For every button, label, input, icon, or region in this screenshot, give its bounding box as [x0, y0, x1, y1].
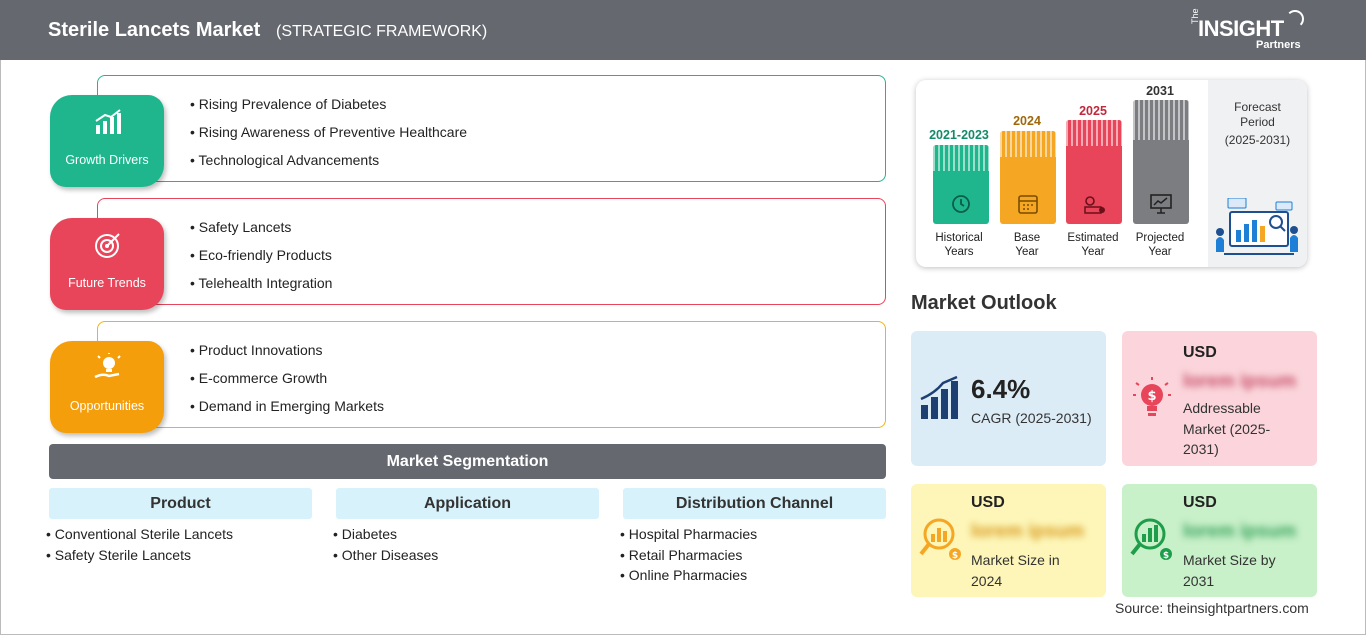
magnifier-chart-icon: $ — [919, 518, 961, 561]
list-item: Online Pharmacies — [620, 567, 757, 588]
list-item: Safety Sterile Lancets — [46, 547, 233, 568]
timeline-bar-estimated — [1066, 120, 1122, 224]
market-outlook-title: Market Outlook — [911, 292, 1057, 314]
future-trends-box: Safety Lancets Eco-friendly Products Tel… — [97, 198, 886, 305]
logo-arc-icon — [1286, 10, 1304, 28]
cagr-card: 6.4% CAGR (2025-2031) — [911, 331, 1106, 466]
insight-partners-logo[interactable]: The INSIGHT Partners — [1190, 8, 1310, 52]
addressable-currency: USD — [1183, 344, 1217, 361]
page-title: Sterile Lancets Market — [48, 19, 261, 41]
svg-text:$: $ — [952, 551, 958, 561]
timeline-year-base: 2024 — [1013, 114, 1041, 128]
segment-list-application: Diabetes Other Diseases — [333, 526, 438, 567]
target-icon — [95, 233, 120, 258]
svg-text:$: $ — [1163, 551, 1169, 561]
opportunities-box: Product Innovations E-commerce Growth De… — [97, 321, 886, 428]
future-trends-label: Future Trends — [68, 276, 146, 290]
list-item: Telehealth Integration — [190, 273, 333, 301]
list-item: Rising Prevalence of Diabetes — [190, 94, 467, 122]
forecast-period: (2025-2031) — [1224, 133, 1291, 147]
opportunities-list: Product Innovations E-commerce Growth De… — [190, 340, 384, 424]
presentation-board-icon — [1150, 194, 1172, 214]
svg-text:$: $ — [1147, 389, 1156, 404]
list-item: Rising Awareness of Preventive Healthcar… — [190, 122, 467, 150]
list-item: Hospital Pharmacies — [620, 526, 757, 547]
list-item: Diabetes — [333, 526, 438, 547]
calendar-icon — [1018, 195, 1038, 214]
timeline-year-estimated: 2025 — [1079, 104, 1107, 118]
timeline-year-projected: 2031 — [1146, 84, 1174, 98]
list-item: E-commerce Growth — [190, 368, 384, 396]
cagr-label: CAGR (2025-2031) — [971, 410, 1092, 426]
future-trends-tag: Future Trends — [50, 218, 164, 310]
list-item: Safety Lancets — [190, 217, 332, 245]
timeline-bar-historical — [933, 145, 989, 224]
page-subtitle: (STRATEGIC FRAMEWORK) — [276, 23, 488, 40]
segment-header-distribution-channel: Distribution Channel — [623, 488, 886, 519]
list-item: Retail Pharmacies — [620, 547, 757, 568]
growth-chart-icon — [95, 109, 121, 134]
source-credit: Source: theinsightpartners.com — [1115, 600, 1309, 616]
magnifier-growth-icon: $ — [1130, 518, 1172, 561]
list-item: Demand in Emerging Markets — [190, 396, 384, 424]
header-bar: Sterile Lancets Market (STRATEGIC FRAMEW… — [0, 0, 1366, 60]
size-2024-currency: USD — [971, 494, 1005, 511]
list-item: Technological Advancements — [190, 150, 467, 178]
growth-drivers-box: Rising Prevalence of Diabetes Rising Awa… — [97, 75, 886, 182]
list-item: Product Innovations — [190, 340, 384, 368]
cagr-value: 6.4% — [971, 374, 1031, 404]
segment-header-application: Application — [336, 488, 599, 519]
growth-drivers-list: Rising Prevalence of Diabetes Rising Awa… — [190, 94, 467, 178]
list-item: Conventional Sterile Lancets — [46, 526, 233, 547]
forecast-title-line1: Forecast — [1234, 100, 1281, 114]
market-segmentation-bar: Market Segmentation — [49, 444, 886, 479]
analytics-dashboard-illustration-icon — [1216, 198, 1298, 255]
addressable-value: lorem ipsum — [1183, 371, 1296, 392]
gear-chart-icon — [1084, 196, 1105, 214]
list-item: Eco-friendly Products — [190, 245, 332, 273]
size-2031-value: lorem ipsum — [1183, 521, 1296, 542]
growth-drivers-label: Growth Drivers — [65, 153, 149, 167]
list-item: Other Diseases — [333, 547, 438, 568]
growth-drivers-tag: Growth Drivers — [50, 95, 164, 187]
opportunities-label: Opportunities — [69, 399, 145, 413]
opportunities-tag: Opportunities — [50, 341, 164, 433]
segment-list-product: Conventional Sterile Lancets Safety Ster… — [46, 526, 233, 567]
segment-header-product: Product — [49, 488, 312, 519]
size-2024-value: lorem ipsum — [971, 521, 1084, 542]
segment-list-distribution-channel: Hospital Pharmacies Retail Pharmacies On… — [620, 526, 757, 588]
history-clock-icon — [952, 195, 970, 213]
size-2031-currency: USD — [1183, 494, 1217, 511]
future-trends-list: Safety Lancets Eco-friendly Products Tel… — [190, 217, 333, 301]
forecast-title-line2: Period — [1240, 115, 1275, 129]
lightbulb-dollar-icon: $ — [1133, 377, 1171, 416]
growth-bars-icon — [920, 375, 958, 419]
timeline-year-historical: 2021-2023 — [929, 128, 989, 142]
lightbulb-hand-icon — [94, 353, 121, 379]
